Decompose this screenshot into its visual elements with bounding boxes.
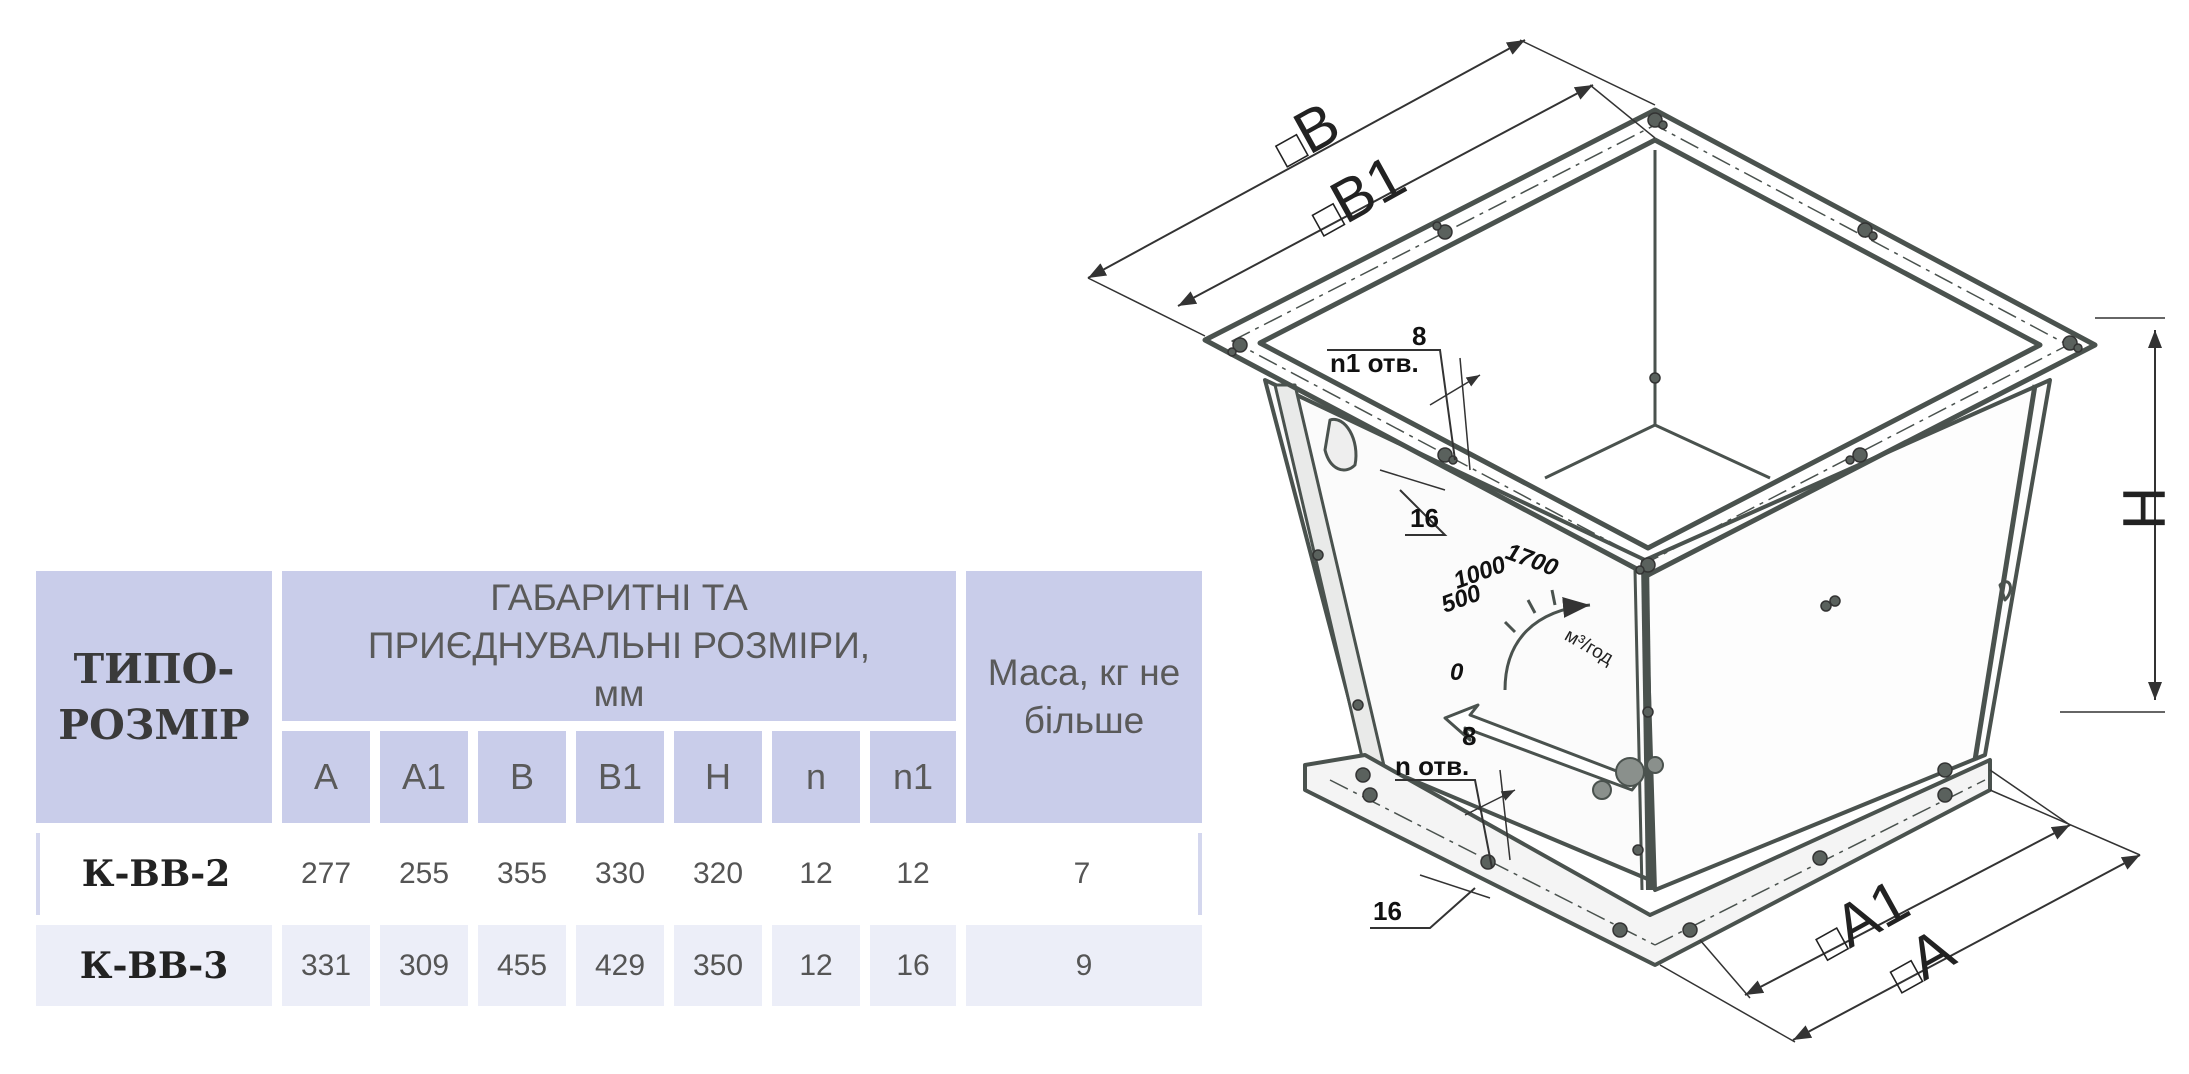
table-cell: 12 xyxy=(772,925,860,1006)
damper-svg: □B □B1 H □A1 □A 8 n1 отв. 16 8 n отв. 16… xyxy=(1087,39,2178,1043)
dims-header: ГАБАРИТНІ ТА ПРИЄДНУВАЛЬНІ РОЗМІРИ, мм xyxy=(367,577,871,714)
table-cell-mass: 9 xyxy=(966,925,1202,1006)
hole-bottom-pitch: 16 xyxy=(1373,896,1402,926)
table-cell: 277 xyxy=(282,833,370,915)
table-cell: 12 xyxy=(870,833,956,915)
scale-label-0: 0 xyxy=(1450,659,1464,686)
table-cell: 320 xyxy=(674,833,762,915)
svg-text:□B1: □B1 xyxy=(1297,142,1416,248)
svg-text:□B: □B xyxy=(1261,89,1351,179)
table-cell: 455 xyxy=(478,925,566,1006)
table-cell: 16 xyxy=(870,925,956,1006)
hole-top-label: n1 отв. xyxy=(1330,348,1419,378)
col-header-b: B xyxy=(478,731,566,823)
table-cell: 355 xyxy=(478,833,566,915)
table-cell: 429 xyxy=(576,925,664,1006)
col-header-h: H xyxy=(674,731,762,823)
hole-top-pitch: 16 xyxy=(1410,503,1439,533)
table-cell: 255 xyxy=(380,833,468,915)
table-cell: 309 xyxy=(380,925,468,1006)
flow-scale-arc xyxy=(1503,597,1591,691)
table-cell: 330 xyxy=(576,833,664,915)
table-row-model: К-ВВ-2 xyxy=(36,833,272,915)
spec-table: ТИПО- РОЗМІР ГАБАРИТНІ ТА ПРИЄДНУВАЛЬНІ … xyxy=(36,571,1202,1006)
table-cell: 12 xyxy=(772,833,860,915)
col-header-a: A xyxy=(282,731,370,823)
col-header-a1: A1 xyxy=(380,731,468,823)
mass-header: Маса, кг не більше xyxy=(987,652,1181,741)
dims-header-cell: ГАБАРИТНІ ТА ПРИЄДНУВАЛЬНІ РОЗМІРИ, мм xyxy=(282,571,956,721)
col-header-n1: n1 xyxy=(870,731,956,823)
col-header-n: n xyxy=(772,731,860,823)
mass-header-cell: Маса, кг не більше xyxy=(966,571,1202,823)
col-header-b1: B1 xyxy=(576,731,664,823)
damper-drawing: □B □B1 H □A1 □A 8 n1 отв. 16 8 n отв. 16… xyxy=(1080,0,2189,1074)
table-cell: 331 xyxy=(282,925,370,1006)
model-header: ТИПО- РОЗМІР xyxy=(58,645,250,749)
table-cell-mass: 7 xyxy=(966,833,1202,915)
hole-bottom-label: n отв. xyxy=(1395,751,1469,781)
table-cell: 350 xyxy=(674,925,762,1006)
hole-bottom-diameter: 8 xyxy=(1462,721,1476,751)
model-header-cell: ТИПО- РОЗМІР xyxy=(36,571,272,823)
table-row-model: К-ВВ-3 xyxy=(36,925,272,1006)
inner-floor xyxy=(1544,423,1771,480)
dim-label-h: H xyxy=(2111,487,2178,530)
hole-top-diameter: 8 xyxy=(1412,321,1426,351)
